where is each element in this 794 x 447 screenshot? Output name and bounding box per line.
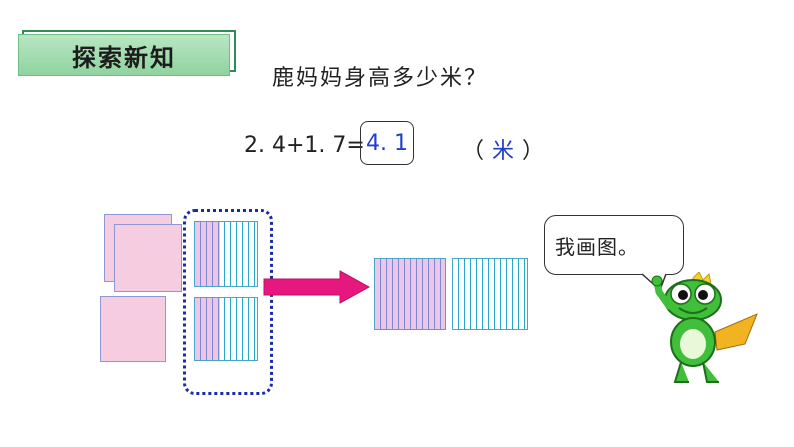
unit-square-bottom (100, 296, 166, 362)
tenths-grid-top (194, 221, 258, 287)
unit-value: 米 (492, 139, 515, 164)
tenths-grid-bottom (194, 297, 258, 361)
result-grid-pink (374, 258, 446, 330)
speech-bubble: 我画图。 (544, 215, 684, 275)
unit-close-paren: ） (522, 139, 545, 164)
unit-open-paren: （ (462, 139, 485, 164)
equation-expression: 2. 4+1. 7= (244, 133, 365, 158)
tenths-dotted-frame (183, 209, 273, 395)
unit-label: （ 米 ） (462, 133, 544, 165)
section-banner: 探索新知 (18, 34, 230, 76)
right-arrow-icon (263, 270, 371, 304)
answer-box: 4. 1 (360, 121, 414, 165)
answer-value: 4. 1 (366, 130, 408, 156)
result-grid-cyan (452, 258, 528, 330)
question-text: 鹿妈妈身高多少米？ (272, 66, 489, 91)
unit-square-front (114, 224, 182, 292)
speech-bubble-text: 我画图。 (555, 234, 639, 259)
frog-mascot-icon (651, 272, 758, 383)
